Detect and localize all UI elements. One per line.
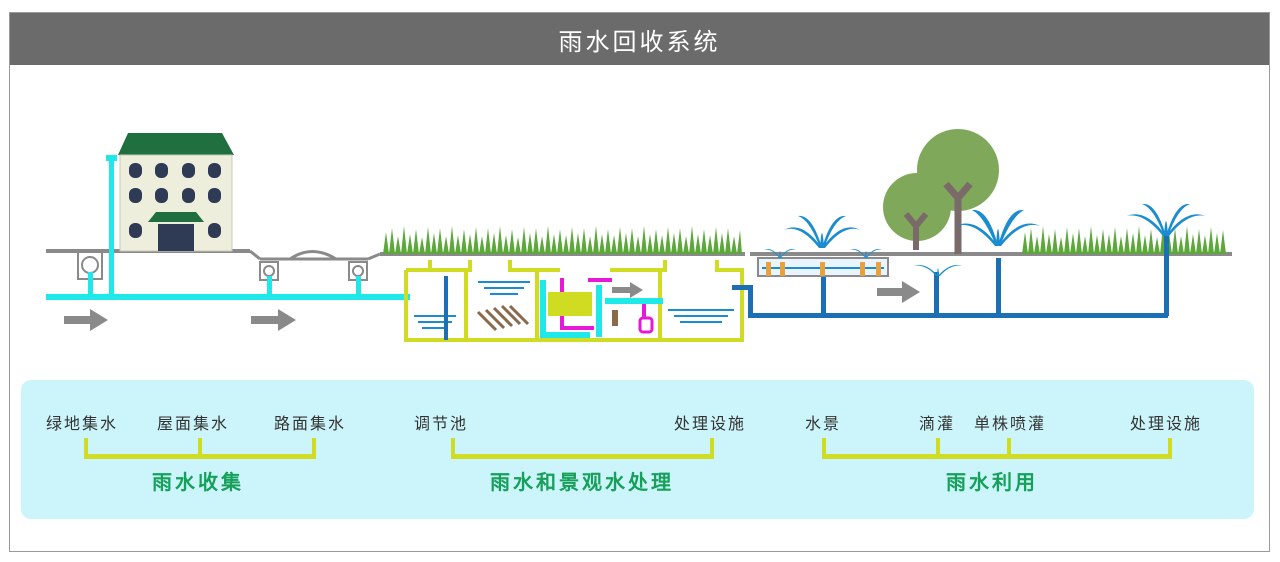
bracket-tick bbox=[84, 438, 88, 459]
label-green-collect: 绿地集水 bbox=[46, 414, 119, 433]
legend-panel bbox=[21, 380, 1254, 519]
sprinkler-icons bbox=[764, 203, 1206, 276]
bracket-tick bbox=[1168, 438, 1172, 459]
treatment-tanks bbox=[404, 260, 744, 342]
bracket-tick bbox=[312, 438, 316, 459]
bracket-tick bbox=[198, 438, 202, 459]
diagram-title: 雨水回收系统 bbox=[558, 27, 721, 56]
label-drip-irrigation: 滴灌 bbox=[919, 414, 956, 433]
label-roof-collect: 屋面集水 bbox=[157, 414, 230, 433]
distribution-pipes bbox=[732, 236, 1169, 318]
treatment-equipment bbox=[444, 276, 663, 340]
grass-strip-2 bbox=[1022, 226, 1226, 254]
filter-media bbox=[476, 304, 530, 332]
label-treatment-1: 处理设施 bbox=[674, 414, 747, 433]
bracket-treatment bbox=[451, 454, 714, 459]
group-collection: 雨水收集 bbox=[152, 470, 244, 494]
label-water-feature: 水景 bbox=[805, 414, 842, 433]
water-feature-pond bbox=[757, 257, 889, 277]
label-regulating-pool: 调节池 bbox=[414, 414, 469, 433]
grass-strip-1 bbox=[383, 226, 742, 254]
group-utilization: 雨水利用 bbox=[946, 470, 1038, 494]
flow-arrows bbox=[64, 281, 920, 331]
group-treatment: 雨水和景观水处理 bbox=[490, 470, 674, 494]
label-treatment-2: 处理设施 bbox=[1130, 414, 1203, 433]
tank-water bbox=[414, 281, 734, 329]
bracket-utilization bbox=[822, 454, 1172, 459]
collection-pipes bbox=[46, 272, 410, 300]
bracket-tick bbox=[451, 438, 455, 459]
inlet-wells bbox=[77, 250, 368, 281]
title-bar: 雨水回收系统 bbox=[10, 13, 1269, 65]
label-single-sprinkler: 单株喷灌 bbox=[974, 414, 1047, 433]
building-icon bbox=[118, 133, 234, 252]
bracket-tick bbox=[710, 438, 714, 459]
tree-icons bbox=[883, 129, 999, 254]
bracket-tick bbox=[1007, 438, 1011, 459]
roof-downpipe bbox=[106, 155, 117, 298]
system-illustration bbox=[46, 129, 1232, 342]
label-road-collect: 路面集水 bbox=[274, 414, 347, 433]
bracket-tick bbox=[822, 438, 826, 459]
bracket-tick bbox=[936, 438, 940, 459]
